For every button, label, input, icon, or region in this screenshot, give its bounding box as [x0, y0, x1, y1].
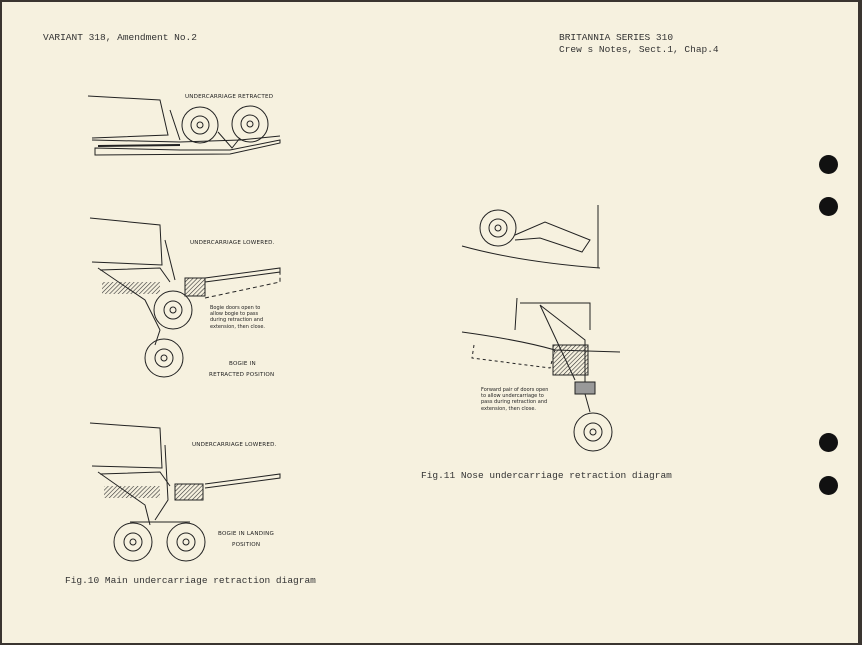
note-line: allow bogie to pass	[210, 311, 259, 318]
note-line: pass during retraction and	[481, 399, 548, 406]
label-retracted-position: RETRACTED POSITION	[209, 372, 275, 378]
binder-hole	[819, 197, 838, 216]
note-line: extension, then close.	[210, 323, 265, 330]
binder-hole	[819, 155, 838, 174]
main-gear-retracted-diagram	[87, 95, 281, 156]
label-undercarriage-retracted: UNDERCARRIAGE RETRACTED	[185, 94, 274, 100]
binder-hole	[819, 476, 838, 495]
note-line: during retraction and	[210, 317, 264, 324]
label-bogie-in: BOGIE IN	[229, 361, 256, 367]
fig10-caption: Fig.10 Main undercarriage retraction dia…	[65, 575, 316, 586]
nose-gear-retracted-diagram	[461, 205, 601, 269]
note-line: extension, then close.	[481, 405, 536, 412]
label-position: POSITION	[232, 542, 261, 548]
note-line: Forward pair of doors open	[481, 387, 549, 393]
fig11-caption: Fig.11 Nose undercarriage retraction dia…	[421, 470, 672, 481]
label-undercarriage-lowered-2: UNDERCARRIAGE LOWERED.	[192, 442, 277, 448]
header-variant: VARIANT 318, Amendment No.2	[43, 32, 197, 43]
main-gear-bogie-retracted-diagram	[89, 217, 281, 378]
label-undercarriage-lowered: UNDERCARRIAGE LOWERED.	[190, 240, 275, 246]
bogie-doors-note: Bogie doors open to allow bogie to pass …	[210, 305, 265, 330]
label-bogie-in-landing: BOGIE IN LANDING	[218, 531, 274, 537]
note-line: Bogie doors open to	[210, 305, 261, 311]
header-section: Crew s Notes, Sect.1, Chap.4	[559, 44, 719, 55]
header-title: BRITANNIA SERIES 310	[559, 32, 674, 43]
note-line: to allow undercarriage to	[481, 393, 544, 400]
nose-gear-lowered-diagram	[461, 297, 621, 452]
binder-hole	[819, 433, 838, 452]
nose-doors-note: Forward pair of doors open to allow unde…	[481, 387, 548, 412]
main-gear-landing-diagram	[89, 422, 281, 562]
